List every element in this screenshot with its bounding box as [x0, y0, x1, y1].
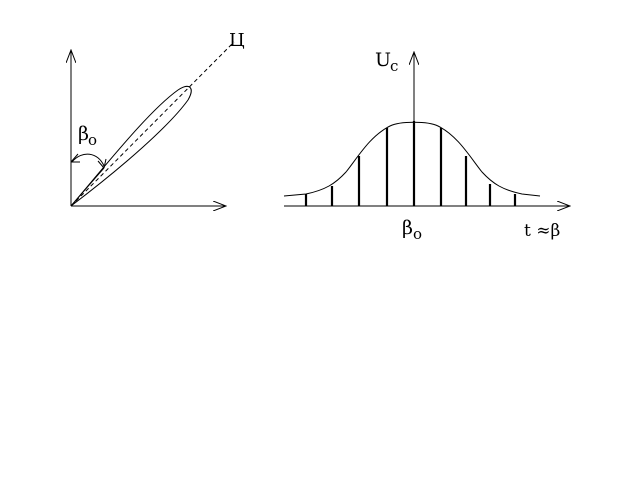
target-label: Ц	[229, 30, 245, 51]
beta-angle-label: β	[78, 123, 89, 145]
beta-angle-subscript: o	[88, 131, 97, 149]
time-axis-label: t ≈β	[524, 221, 560, 241]
radiation-lobe-inner	[70, 167, 105, 207]
radiation-lobe	[70, 85, 192, 207]
antenna-lobe-diagram: Ц β o	[71, 30, 245, 206]
beta-angle-arc	[71, 153, 105, 167]
beta-arc-arrow-left	[70, 153, 80, 163]
pulse-envelope	[283, 121, 541, 197]
signal-pulse-diagram: U c β o t ≈β	[283, 49, 570, 243]
beta-center-subscript: o	[413, 225, 422, 243]
beta-arc-arrow-right	[97, 158, 107, 169]
pulse-lines	[304, 121, 517, 206]
target-direction-line	[70, 41, 235, 207]
signal-subscript: c	[390, 57, 398, 75]
beta-center-label: β	[402, 217, 413, 239]
signal-label: U	[375, 49, 391, 71]
